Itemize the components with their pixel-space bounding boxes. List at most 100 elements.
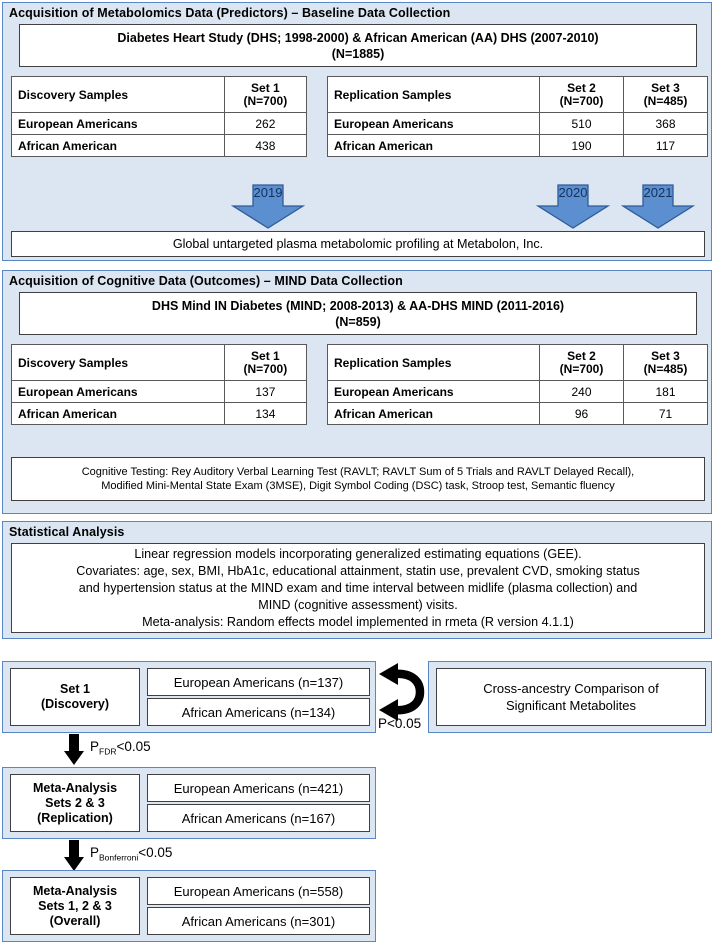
set3-column-header-line2: (N=485): [643, 93, 688, 108]
cross-ancestry-box: Cross-ancestry Comparison of Significant…: [436, 668, 706, 726]
metabolomics-discovery-table: Discovery Samples Set 1 (N=700) European…: [11, 76, 308, 157]
down-arrow-icon: [620, 184, 696, 229]
down-arrow-icon: [64, 840, 84, 871]
cross-ancestry-group: Cross-ancestry Comparison of Significant…: [428, 661, 712, 733]
workflow-step1-row-aa: African Americans (n=134): [147, 698, 370, 726]
workflow-step1-row-ea-text: European Americans (n=137): [173, 674, 344, 690]
metabolomics-study-header: Diabetes Heart Study (DHS; 1998-2000) & …: [19, 24, 697, 67]
row-value: 71: [623, 402, 708, 425]
pvalue-fdr-label: PFDR<0.05: [90, 739, 151, 757]
mind-study-header-line2: (N=859): [335, 314, 381, 329]
row-label: European Americans: [327, 380, 540, 403]
section-statistical-analysis-title: Statistical Analysis: [9, 525, 125, 539]
metabolomics-study-header-line2: (N=1885): [331, 46, 385, 61]
cognitive-testing-note: Cognitive Testing: Rey Auditory Verbal L…: [11, 457, 705, 501]
set1-column-header: Set 1 (N=700): [223, 344, 308, 381]
pvalue-fdr-prefix: P: [90, 739, 100, 754]
year-arrow-2019: 2019: [230, 184, 306, 230]
pvalue-cross-prefix: P: [378, 716, 388, 731]
stat-para-line2: Covariates: age, sex, BMI, HbA1c, educat…: [76, 563, 640, 578]
stat-para-line1: Linear regression models incorporating g…: [134, 546, 582, 561]
set3-column-header: Set 3 (N=485): [623, 344, 708, 381]
pvalue-bonf-sub: Bonferroni: [99, 852, 139, 863]
cognitive-discovery-table: Discovery Samples Set 1 (N=700) European…: [11, 344, 308, 425]
row-value: 368: [623, 112, 708, 135]
mind-study-header-line1: DHS Mind IN Diabetes (MIND; 2008-2013) &…: [151, 298, 565, 313]
workflow-step2-row-aa: African Americans (n=167): [147, 804, 370, 832]
table-row: European Americans 510 368: [327, 112, 708, 135]
workflow-step3-row-ea: European Americans (n=558): [147, 877, 370, 905]
workflow-step1-label-line2: (Discovery): [40, 697, 110, 711]
set3-column-header-line2: (N=485): [643, 361, 688, 376]
set2-column-header: Set 2 (N=700): [539, 76, 624, 113]
workflow-step3-row-ea-text: European Americans (n=558): [173, 883, 344, 899]
set1-column-header-line2: (N=700): [243, 361, 288, 376]
section-cognitive-title: Acquisition of Cognitive Data (Outcomes)…: [9, 274, 403, 288]
workflow-step2-label: Meta-Analysis Sets 2 & 3 (Replication): [10, 774, 140, 832]
year-arrow-2021: 2021: [620, 184, 696, 230]
row-value: 117: [623, 134, 708, 157]
set3-column-header: Set 3 (N=485): [623, 76, 708, 113]
section-statistical-analysis-panel: Statistical Analysis Linear regression m…: [2, 521, 712, 639]
table-row: European Americans 262: [11, 112, 308, 135]
row-value: 134: [223, 402, 308, 425]
cognitive-testing-note-line1: Cognitive Testing: Rey Auditory Verbal L…: [81, 466, 635, 478]
workflow-step2-group: Meta-Analysis Sets 2 & 3 (Replication) E…: [2, 767, 376, 839]
down-arrow-icon: [230, 184, 306, 229]
year-arrow-2021-label: 2021: [643, 185, 673, 200]
metabolon-profiling-box: Global untargeted plasma metabolomic pro…: [11, 231, 705, 257]
row-value: 181: [623, 380, 708, 403]
table-row: European Americans 240 181: [327, 380, 708, 403]
cross-ancestry-line2: Significant Metabolites: [505, 698, 637, 713]
pvalue-cross-suffix: <0.05: [387, 716, 422, 731]
workflow-arrow-fdr: [63, 734, 85, 766]
row-label: European Americans: [11, 380, 225, 403]
stat-para-line4: MIND (cognitive assessment) visits.: [258, 597, 458, 612]
section-cognitive-panel: Acquisition of Cognitive Data (Outcomes)…: [2, 270, 712, 514]
workflow-step3-row-aa: African Americans (n=301): [147, 907, 370, 935]
workflow-step1-row-ea: European Americans (n=137): [147, 668, 370, 696]
set1-column-header-line1: Set 1: [251, 80, 280, 95]
set3-column-header-line1: Set 3: [651, 348, 680, 363]
pvalue-fdr-suffix: <0.05: [116, 739, 151, 754]
workflow-step2-label-line3: (Replication): [37, 810, 113, 825]
replication-samples-header: Replication Samples: [327, 76, 540, 113]
row-label: African American: [327, 402, 540, 425]
section-metabolomics-panel: Acquisition of Metabolomics Data (Predic…: [2, 2, 712, 261]
replication-samples-header: Replication Samples: [327, 344, 540, 381]
down-arrow-icon: [535, 184, 611, 229]
workflow-step2-row-ea: European Americans (n=421): [147, 774, 370, 802]
row-label: European Americans: [11, 112, 225, 135]
workflow-step3-group: Meta-Analysis Sets 1, 2 & 3 (Overall) Eu…: [2, 870, 376, 942]
stat-para-line5: Meta-analysis: Random effects model impl…: [142, 614, 574, 629]
row-value: 190: [539, 134, 624, 157]
set2-column-header-line1: Set 2: [567, 348, 596, 363]
workflow-step1-row-aa-text: African Americans (n=134): [181, 704, 336, 720]
workflow-step3-label-line3: (Overall): [49, 913, 101, 928]
pvalue-bonf-prefix: P: [90, 845, 100, 860]
row-value: 262: [223, 112, 308, 135]
stat-para-line3: and hypertension status at the MIND exam…: [78, 580, 638, 595]
row-value: 510: [539, 112, 624, 135]
table-row: African American 438: [11, 134, 308, 157]
workflow-step3-row-aa-text: African Americans (n=301): [181, 913, 336, 929]
row-value: 137: [223, 380, 308, 403]
pvalue-bonferroni-label: PBonferroni<0.05: [90, 845, 172, 863]
set1-column-header-line2: (N=700): [243, 93, 288, 108]
table-row: European Americans 137: [11, 380, 308, 403]
set2-column-header-line2: (N=700): [559, 93, 604, 108]
section-metabolomics-title: Acquisition of Metabolomics Data (Predic…: [9, 6, 451, 20]
workflow-step3-label-line1: Meta-Analysis: [32, 883, 118, 898]
workflow-step2-row-aa-text: African Americans (n=167): [181, 810, 336, 826]
discovery-samples-header: Discovery Samples: [11, 76, 225, 113]
set2-column-header-line2: (N=700): [559, 361, 604, 376]
table-row: African American 96 71: [327, 402, 708, 425]
workflow-step2-row-ea-text: European Americans (n=421): [173, 780, 344, 796]
pvalue-cross-ancestry-label: P<0.05: [378, 716, 421, 731]
row-label: African American: [11, 402, 225, 425]
metabolomics-study-header-line1: Diabetes Heart Study (DHS; 1998-2000) & …: [117, 30, 599, 45]
workflow-arrow-bonferroni: [63, 840, 85, 872]
row-label: African American: [11, 134, 225, 157]
year-arrow-2020-label: 2020: [558, 185, 588, 200]
